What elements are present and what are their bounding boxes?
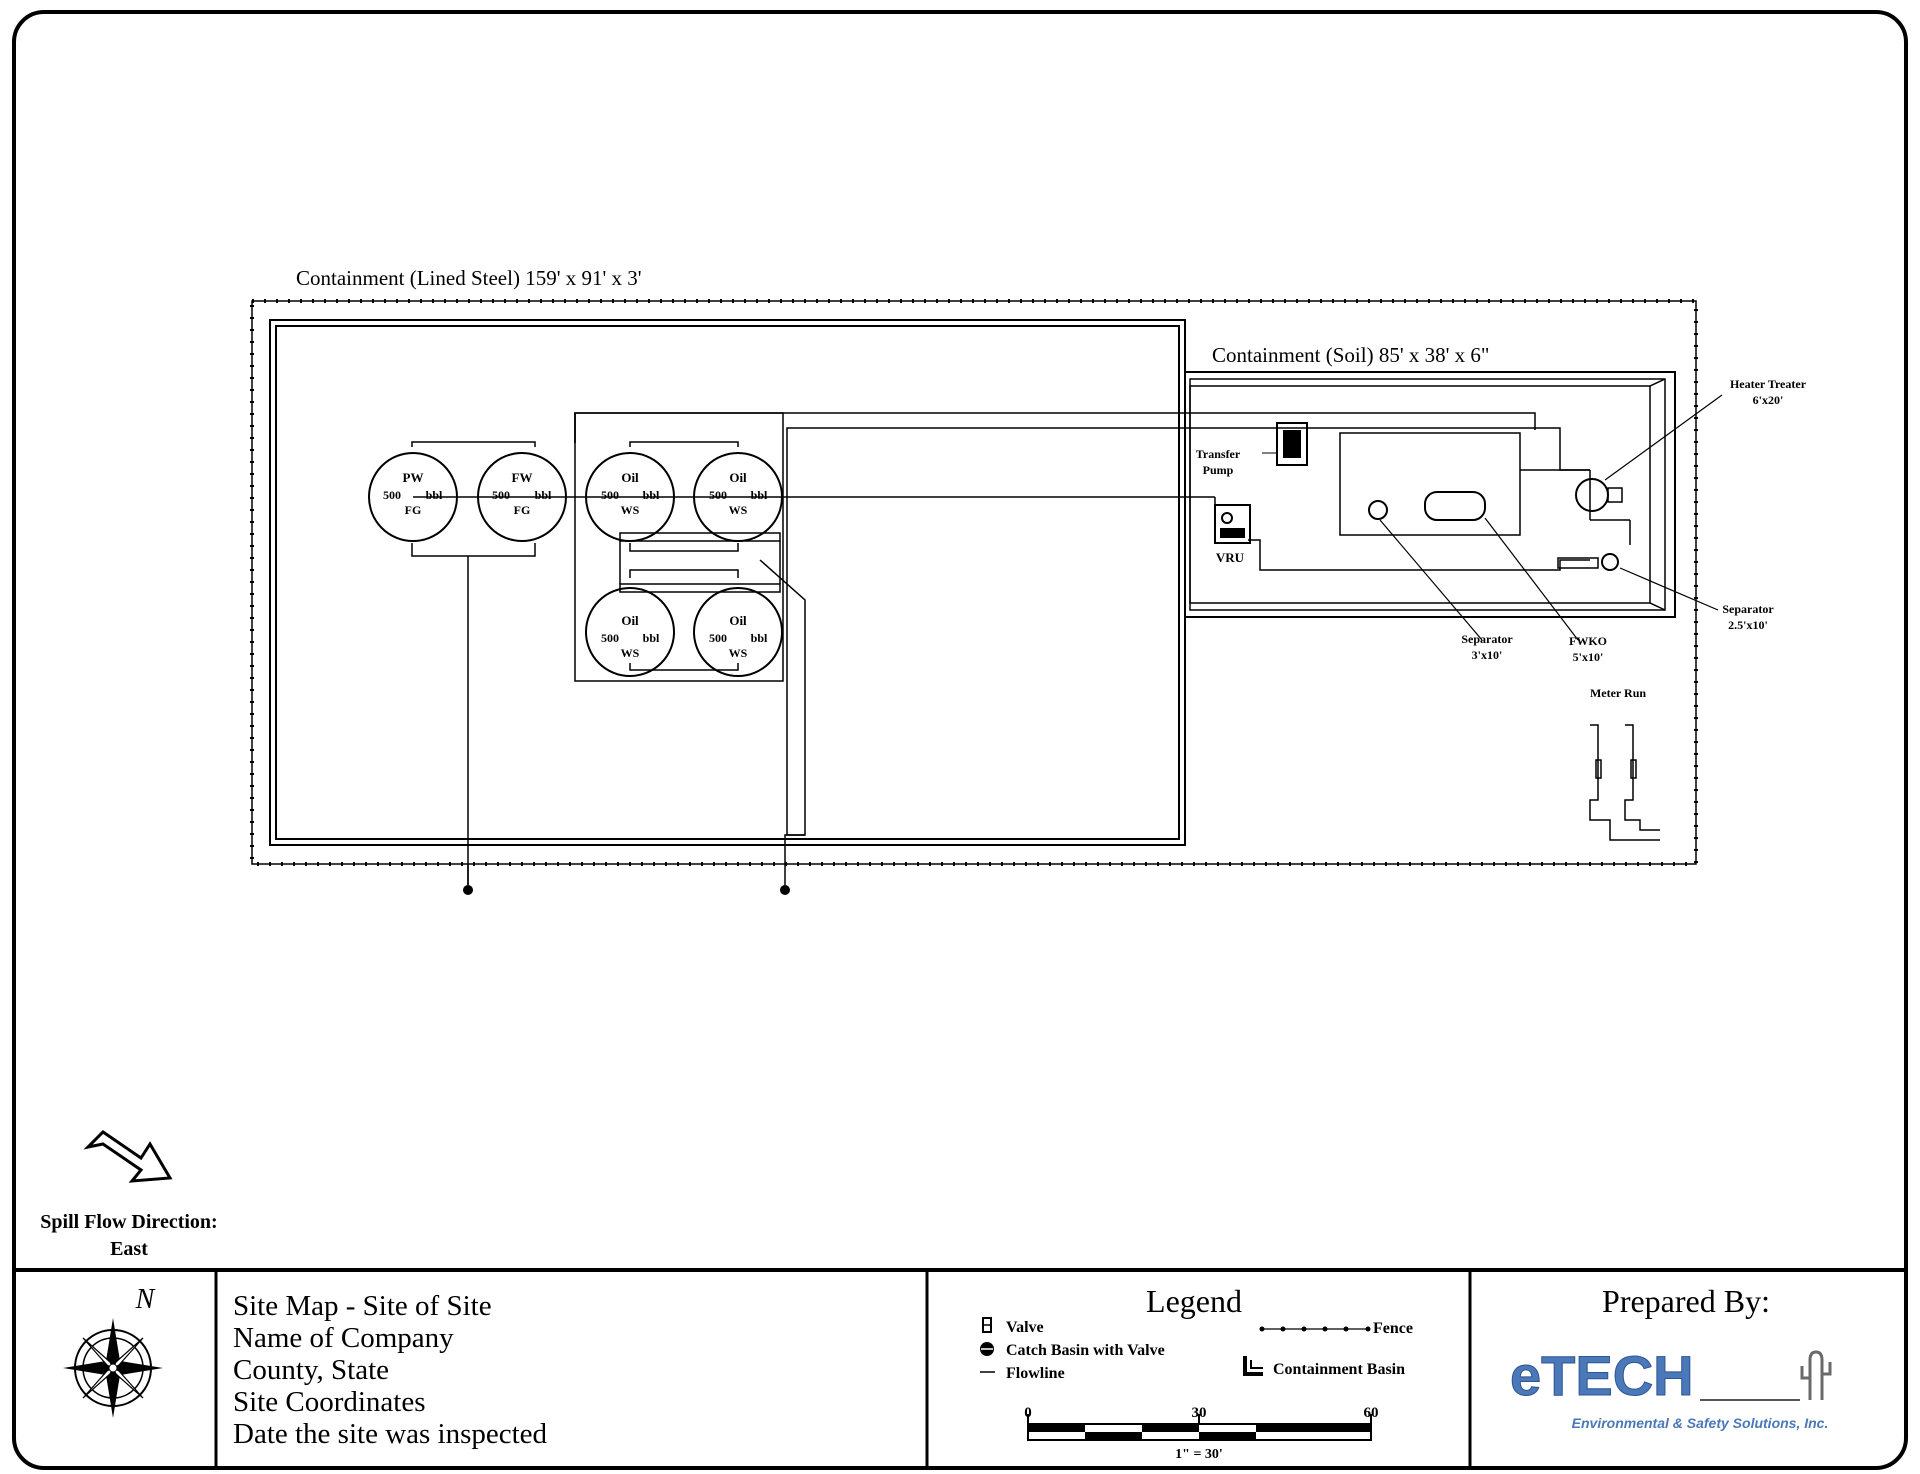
legend-flowline: Flowline bbox=[1006, 1365, 1065, 1382]
legend-catch-basin: Catch Basin with Valve bbox=[1006, 1342, 1165, 1359]
heater-treater bbox=[1575, 478, 1609, 512]
scale-30: 30 bbox=[1192, 1405, 1207, 1421]
logo-text: eTECH bbox=[1510, 1344, 1694, 1407]
separator-2-5x10 bbox=[1601, 553, 1619, 571]
catch-basin-2 bbox=[780, 885, 790, 895]
containment-soil-label: Containment (Soil) 85' x 38' x 6" bbox=[1212, 343, 1489, 367]
tank-2-capacity: 500 bbox=[492, 488, 510, 502]
legend-fence-icon bbox=[1259, 1326, 1371, 1332]
tank-2-service: FG bbox=[514, 503, 531, 517]
prepared-by-title: Prepared By: bbox=[1602, 1283, 1770, 1319]
tank-1-type: PW bbox=[403, 470, 424, 485]
spill-arrow-icon bbox=[83, 1130, 173, 1183]
spill-label: Spill Flow Direction: bbox=[40, 1211, 217, 1233]
transfer-pump-label-1: Transfer bbox=[1196, 447, 1241, 461]
title-line-5: Date the site was inspected bbox=[233, 1418, 548, 1450]
meter-run bbox=[1589, 724, 1660, 841]
transfer-pump-box bbox=[1276, 422, 1308, 466]
tank-5: Oil 500 bbl WS bbox=[585, 587, 675, 677]
tank-2: FW 500 bbl FG bbox=[477, 452, 567, 542]
title-line-4: Site Coordinates bbox=[233, 1386, 426, 1418]
tank-4-service: WS bbox=[729, 503, 748, 517]
scale-60: 60 bbox=[1364, 1405, 1379, 1421]
tank-5-unit: bbl bbox=[643, 631, 660, 645]
fwko-vessel bbox=[1424, 491, 1486, 521]
transfer-pump-label-2: Pump bbox=[1203, 463, 1234, 477]
tank-4-type: Oil bbox=[729, 470, 747, 485]
containment-steel-inner bbox=[275, 325, 1180, 840]
tank-3-capacity: 500 bbox=[601, 488, 619, 502]
tank-5-capacity: 500 bbox=[601, 631, 619, 645]
scale-0: 0 bbox=[1024, 1405, 1032, 1421]
tank-3-unit: bbl bbox=[643, 488, 660, 502]
legend-containment: Containment Basin bbox=[1273, 1361, 1405, 1378]
flowlines bbox=[413, 412, 1631, 885]
containment-steel-label: Containment (Lined Steel) 159' x 91' x 3… bbox=[296, 266, 642, 290]
page-border bbox=[12, 10, 1908, 1470]
transfer-pump-icon bbox=[1283, 430, 1301, 458]
fwko-size: 5'x10' bbox=[1573, 650, 1604, 664]
heater-treater-label: Heater Treater bbox=[1730, 377, 1807, 391]
heater-treater-size: 6'x20' bbox=[1753, 393, 1784, 407]
fwko-label: FWKO bbox=[1569, 634, 1607, 648]
vru-label: VRU bbox=[1216, 550, 1245, 565]
tank-6-capacity: 500 bbox=[709, 631, 727, 645]
legend-valve-icon bbox=[982, 1317, 992, 1333]
containment-soil bbox=[1184, 371, 1676, 618]
compass-rose-icon bbox=[63, 1318, 163, 1418]
compass-north-letter: N bbox=[135, 1284, 156, 1315]
tank-3-service: WS bbox=[621, 503, 640, 517]
tank-2-type: FW bbox=[512, 470, 533, 485]
fence-dots bbox=[250, 299, 1698, 866]
tank-4-unit: bbl bbox=[751, 488, 768, 502]
catch-basin-1 bbox=[463, 865, 473, 895]
separator-mid-size: 3'x10' bbox=[1472, 648, 1503, 662]
tank-6-type: Oil bbox=[729, 613, 747, 628]
tank-2-unit: bbl bbox=[535, 488, 552, 502]
tank-1: PW 500 bbl FG bbox=[368, 452, 458, 542]
title-line-2: Name of Company bbox=[233, 1322, 454, 1354]
tank-5-type: Oil bbox=[621, 613, 639, 628]
legend-catch-basin-icon bbox=[980, 1342, 994, 1356]
title-line-3: County, State bbox=[233, 1354, 389, 1386]
title-line-1: Site Map - Site of Site bbox=[233, 1290, 492, 1322]
legend-containment-icon bbox=[1243, 1356, 1263, 1376]
leader-lines bbox=[1379, 394, 1723, 641]
tank-6: Oil 500 bbl WS bbox=[693, 587, 783, 677]
etech-logo: eTECH Environmental & Safety Solutions, … bbox=[1510, 1344, 1832, 1431]
tank-4-capacity: 500 bbox=[709, 488, 727, 502]
tank-1-service: FG bbox=[405, 503, 422, 517]
scale-ratio: 1" = 30' bbox=[1175, 1447, 1223, 1462]
legend-fence: Fence bbox=[1373, 1320, 1413, 1337]
containment-steel-outer bbox=[269, 319, 1186, 846]
tank-5-service: WS bbox=[621, 646, 640, 660]
tank-6-service: WS bbox=[729, 646, 748, 660]
tank-6-unit: bbl bbox=[751, 631, 768, 645]
scale-bar bbox=[1027, 1414, 1372, 1441]
separator-3x10 bbox=[1368, 500, 1388, 520]
tank-1-unit: bbl bbox=[426, 488, 443, 502]
legend-valve: Valve bbox=[1006, 1319, 1044, 1336]
tank-3-type: Oil bbox=[621, 470, 639, 485]
tank-1-capacity: 500 bbox=[383, 488, 401, 502]
separator-mid-label: Separator bbox=[1461, 632, 1513, 646]
separator-small-size: 2.5'x10' bbox=[1728, 618, 1768, 632]
legend-title: Legend bbox=[1146, 1283, 1242, 1319]
separator-small-label: Separator bbox=[1722, 602, 1774, 616]
logo-tagline: Environmental & Safety Solutions, Inc. bbox=[1572, 1415, 1829, 1431]
vru-box bbox=[1214, 504, 1251, 544]
spill-direction: East bbox=[110, 1238, 148, 1260]
meter-run-label: Meter Run bbox=[1590, 686, 1646, 700]
